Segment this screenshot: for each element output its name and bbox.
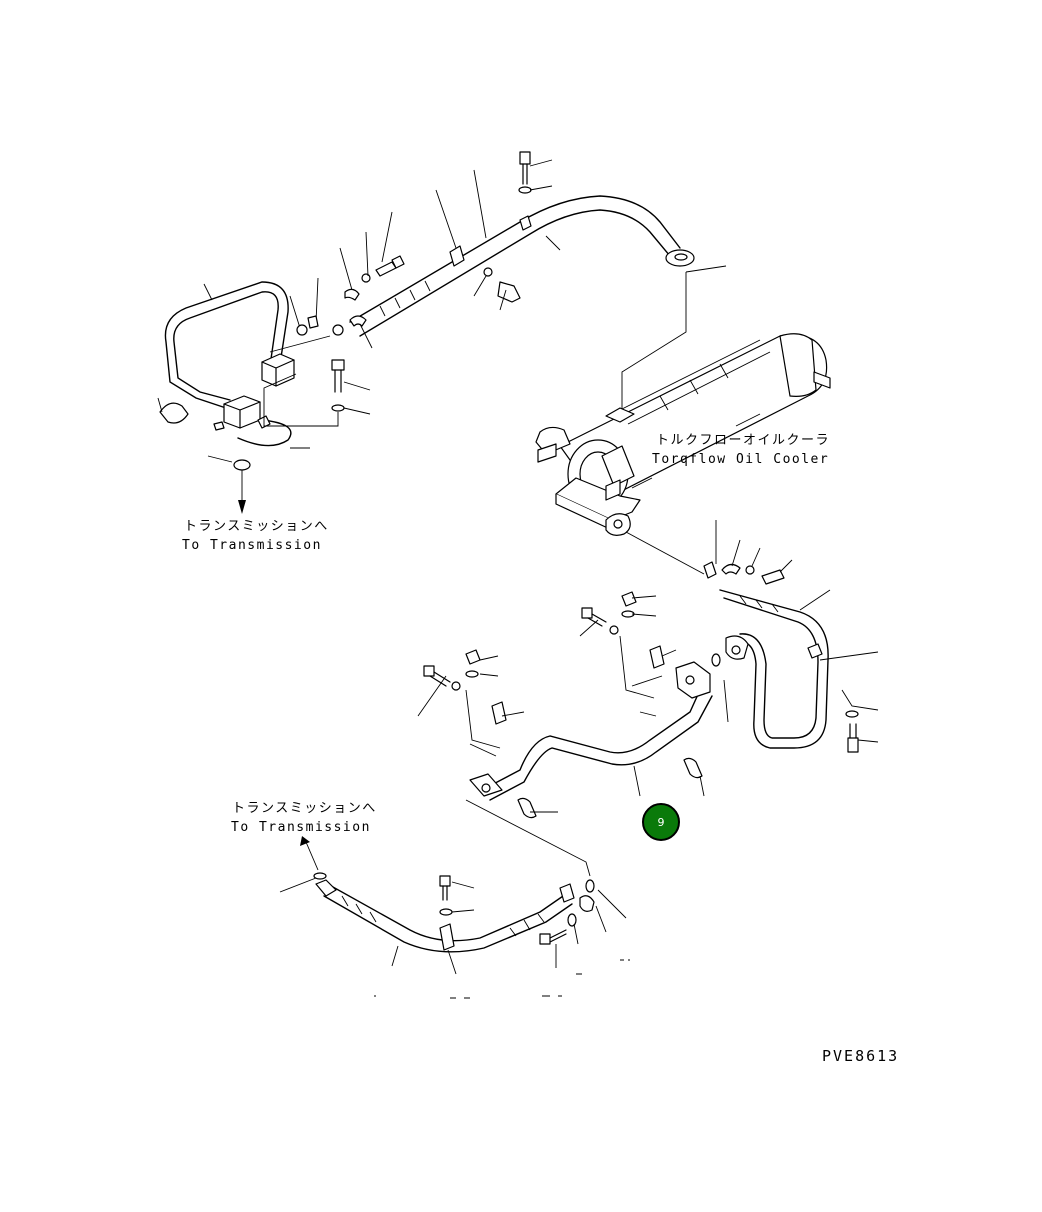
marker-label: 9 <box>658 816 665 829</box>
bottom-hose-assembly <box>279 836 630 999</box>
to-transmission-lower-label-jp: トランスミッションへ <box>232 801 377 816</box>
marker-circle[interactable] <box>642 803 680 841</box>
oil-cooler <box>535 333 831 575</box>
to-transmission-upper-label-en: To Transmission <box>182 538 322 553</box>
right-hose-assembly <box>703 520 879 753</box>
middle-pipe-assembly <box>417 591 713 877</box>
left-pipe-assembly <box>157 281 371 514</box>
drawing-code: PVE8613 <box>822 1047 899 1065</box>
upper-pipe-assembly <box>289 151 727 410</box>
oil-cooler-label-en: Torqflow Oil Cooler <box>652 452 829 467</box>
oil-cooler-label-jp: トルクフローオイルクーラ <box>656 433 830 448</box>
to-transmission-upper-label-jp: トランスミッションへ <box>184 519 329 534</box>
to-transmission-lower-label-en: To Transmission <box>231 820 371 835</box>
part-marker-9[interactable]: 9 <box>642 803 680 841</box>
